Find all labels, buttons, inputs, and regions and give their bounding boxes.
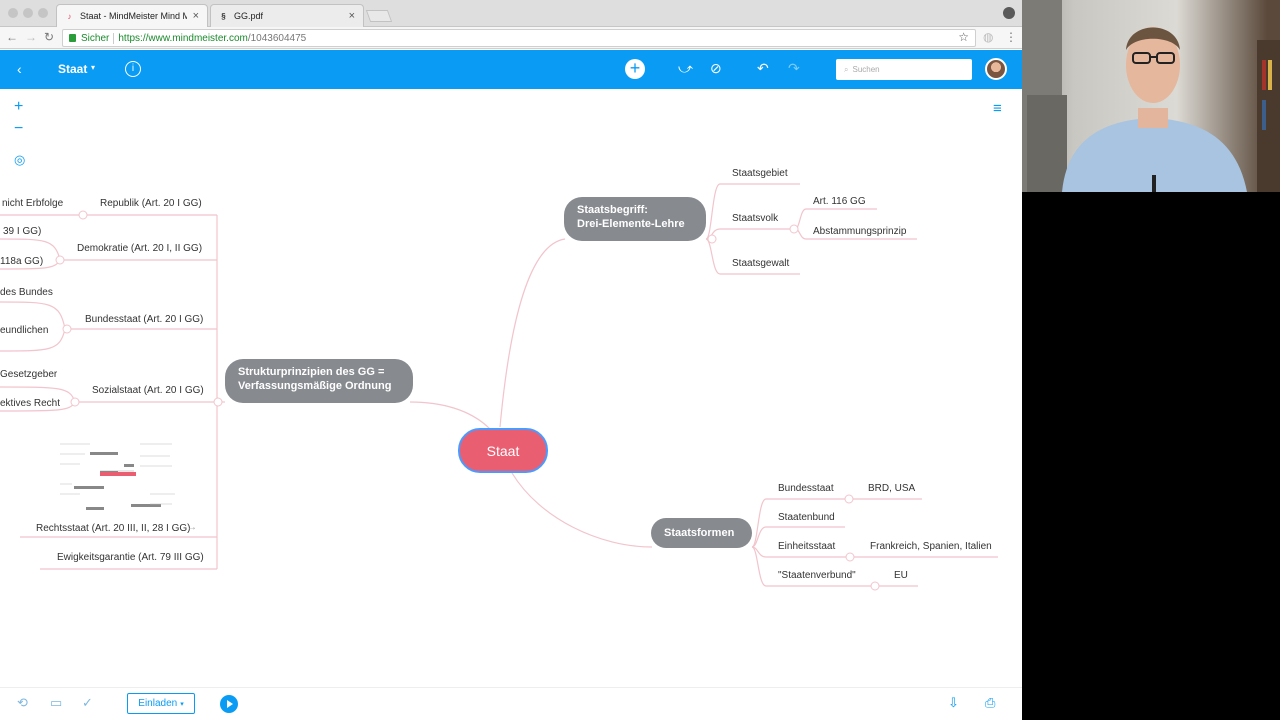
center-node[interactable]: Staat — [458, 428, 548, 473]
label-staatsgebiet[interactable]: Staatsgebiet — [732, 168, 788, 179]
label-eundlichen[interactable]: eundlichen — [0, 325, 49, 336]
center-map-icon[interactable]: ◎ — [14, 152, 26, 167]
label-art39[interactable]: 39 I GG) — [3, 226, 42, 237]
label-brd-usa[interactable]: BRD, USA — [868, 483, 916, 494]
info-icon[interactable]: i — [125, 61, 141, 77]
map-title[interactable]: Staat — [58, 62, 88, 76]
footer-bar: ⟲ ▭ ✓ Einladen ▾ ⇩ ⎙ — [0, 687, 1022, 720]
label-erbfolge[interactable]: nicht Erbfolge — [2, 198, 64, 209]
secure-label: Sicher — [81, 32, 110, 44]
lock-icon — [69, 34, 76, 42]
back-arrow-icon[interactable]: ← — [6, 30, 18, 44]
label-rechtsstaat[interactable]: Rechtsstaat (Art. 20 III, II, 28 I GG) — [36, 523, 191, 534]
search-input[interactable]: ⌕ Suchen — [836, 59, 972, 80]
node-staatsformen[interactable]: Staatsformen — [651, 518, 752, 548]
webcam-video — [1022, 0, 1280, 192]
label-art118a[interactable]: 118a GG) — [0, 256, 44, 267]
download-cloud-icon[interactable]: ⇩ — [948, 695, 959, 710]
rechtsstaat-thumbnail — [60, 443, 175, 510]
bookmark-star-icon[interactable]: ☆ — [958, 30, 969, 44]
label-staatsvolk[interactable]: Staatsvolk — [732, 213, 779, 224]
tab-bar: ♪ Staat - MindMeister Mind Map × § GG.pd… — [0, 0, 1022, 27]
label-eu[interactable]: EU — [894, 570, 908, 581]
url-host: https://www.mindmeister.com — [118, 32, 248, 44]
title-dropdown-icon[interactable]: ▾ — [91, 63, 96, 72]
label-objektives-recht[interactable]: ektives Recht — [0, 398, 61, 409]
label-bundesstaat[interactable]: Bundesstaat (Art. 20 I GG) — [85, 314, 204, 325]
menu-dots-icon[interactable]: ⋮ — [1005, 30, 1017, 44]
node-strukturprinzipien[interactable]: Strukturprinzipien des GG = Verfassungsm… — [225, 359, 413, 403]
label-formen-bundesstaat[interactable]: Bundesstaat — [778, 483, 834, 494]
label-abstammungsprinzip[interactable]: Abstammungsprinzip — [813, 226, 907, 237]
extension-icon[interactable]: ◍ — [983, 30, 994, 44]
add-node-icon[interactable]: + — [625, 59, 645, 79]
tab-mindmeister[interactable]: ♪ Staat - MindMeister Mind Map × — [56, 4, 208, 27]
label-staatenverbund[interactable]: "Staatenverbund" — [778, 570, 856, 581]
back-chevron-icon[interactable]: ‹ — [17, 61, 22, 77]
tab-pdf[interactable]: § GG.pdf × — [210, 4, 364, 27]
label-demokratie[interactable]: Demokratie (Art. 20 I, II GG) — [77, 243, 203, 254]
label-art116[interactable]: Art. 116 GG — [813, 196, 866, 207]
undo-icon[interactable]: ↶ — [757, 60, 769, 76]
url-separator — [113, 32, 115, 44]
label-frankreich-spanien-italien[interactable]: Frankreich, Spanien, Italien — [870, 541, 992, 552]
label-staatsgewalt[interactable]: Staatsgewalt — [732, 258, 790, 269]
search-icon: ⌕ — [844, 64, 849, 74]
node-staatsbegriff[interactable]: Staatsbegriff: Drei-Elemente-Lehre — [564, 197, 706, 241]
browser-window: ♪ Staat - MindMeister Mind Map × § GG.pd… — [0, 0, 1022, 720]
zoom-in-icon[interactable]: + — [14, 98, 24, 115]
tab-close-icon[interactable]: × — [348, 10, 355, 22]
mindmeister-favicon-icon: ♪ — [67, 11, 72, 21]
play-presentation-icon[interactable] — [220, 695, 238, 713]
side-menu-icon[interactable]: ≡ — [993, 100, 1002, 117]
presenter-image — [1022, 0, 1280, 192]
label-des-bundes[interactable]: des Bundes — [0, 287, 53, 298]
user-avatar[interactable] — [985, 58, 1007, 80]
url-bar[interactable]: Sicher https://www.mindmeister.com /1043… — [62, 29, 976, 47]
label-ewigkeitsgarantie[interactable]: Ewigkeitsgarantie (Art. 79 III GG) — [57, 552, 204, 563]
forward-arrow-icon[interactable]: → — [25, 30, 37, 44]
window-zoom-dot[interactable] — [38, 8, 48, 18]
zoom-out-icon[interactable]: − — [14, 120, 24, 137]
label-einheitsstaat[interactable]: Einheitsstaat — [778, 541, 836, 552]
connect-icon[interactable]: ⤻ — [678, 60, 693, 76]
label-staatenbund[interactable]: Staatenbund — [778, 512, 835, 523]
profile-icon[interactable] — [1003, 7, 1015, 19]
label-gesetzgeber[interactable]: Gesetzgeber — [0, 369, 58, 380]
history-icon[interactable]: ⟲ — [17, 695, 28, 710]
tab-label: Staat - MindMeister Mind Map — [80, 11, 187, 21]
invite-label: Einladen — [138, 698, 178, 709]
invite-button[interactable]: Einladen ▾ — [127, 693, 195, 714]
chevron-down-icon: ▾ — [180, 700, 184, 708]
link-arrow-icon[interactable]: → — [187, 522, 197, 533]
print-icon[interactable]: ⎙ — [985, 695, 996, 710]
label-republik[interactable]: Republik (Art. 20 I GG) — [100, 198, 202, 209]
search-placeholder: Suchen — [852, 65, 880, 74]
reload-icon[interactable]: ↻ — [44, 30, 55, 44]
url-path: /1043604475 — [247, 32, 307, 44]
redo-icon[interactable]: ↷ — [788, 60, 800, 76]
delete-icon[interactable]: ⊘ — [710, 60, 722, 76]
label-sozialstaat[interactable]: Sozialstaat (Art. 20 I GG) — [92, 385, 204, 396]
tab-close-icon[interactable]: × — [192, 10, 199, 22]
pdf-favicon-icon: § — [221, 11, 226, 21]
mindmap-canvas[interactable]: + − ◎ ≡ Staat Staatsbegriff: Drei-Elemen… — [0, 89, 1022, 687]
window-minimize-dot[interactable] — [23, 8, 33, 18]
presentation-icon[interactable]: ▭ — [50, 695, 63, 710]
tasks-check-icon[interactable]: ✓ — [82, 695, 93, 710]
connector-lines — [0, 183, 998, 591]
new-tab-button[interactable] — [365, 10, 393, 22]
address-row: ← → ↻ Sicher https://www.mindmeister.com… — [0, 27, 1022, 49]
window-close-dot[interactable] — [8, 8, 18, 18]
mindmeister-toolbar: ‹ Staat ▾ i + ⤻ ⊘ ↶ ↷ ⌕ Suchen — [0, 50, 1022, 89]
tab-label: GG.pdf — [234, 11, 264, 21]
